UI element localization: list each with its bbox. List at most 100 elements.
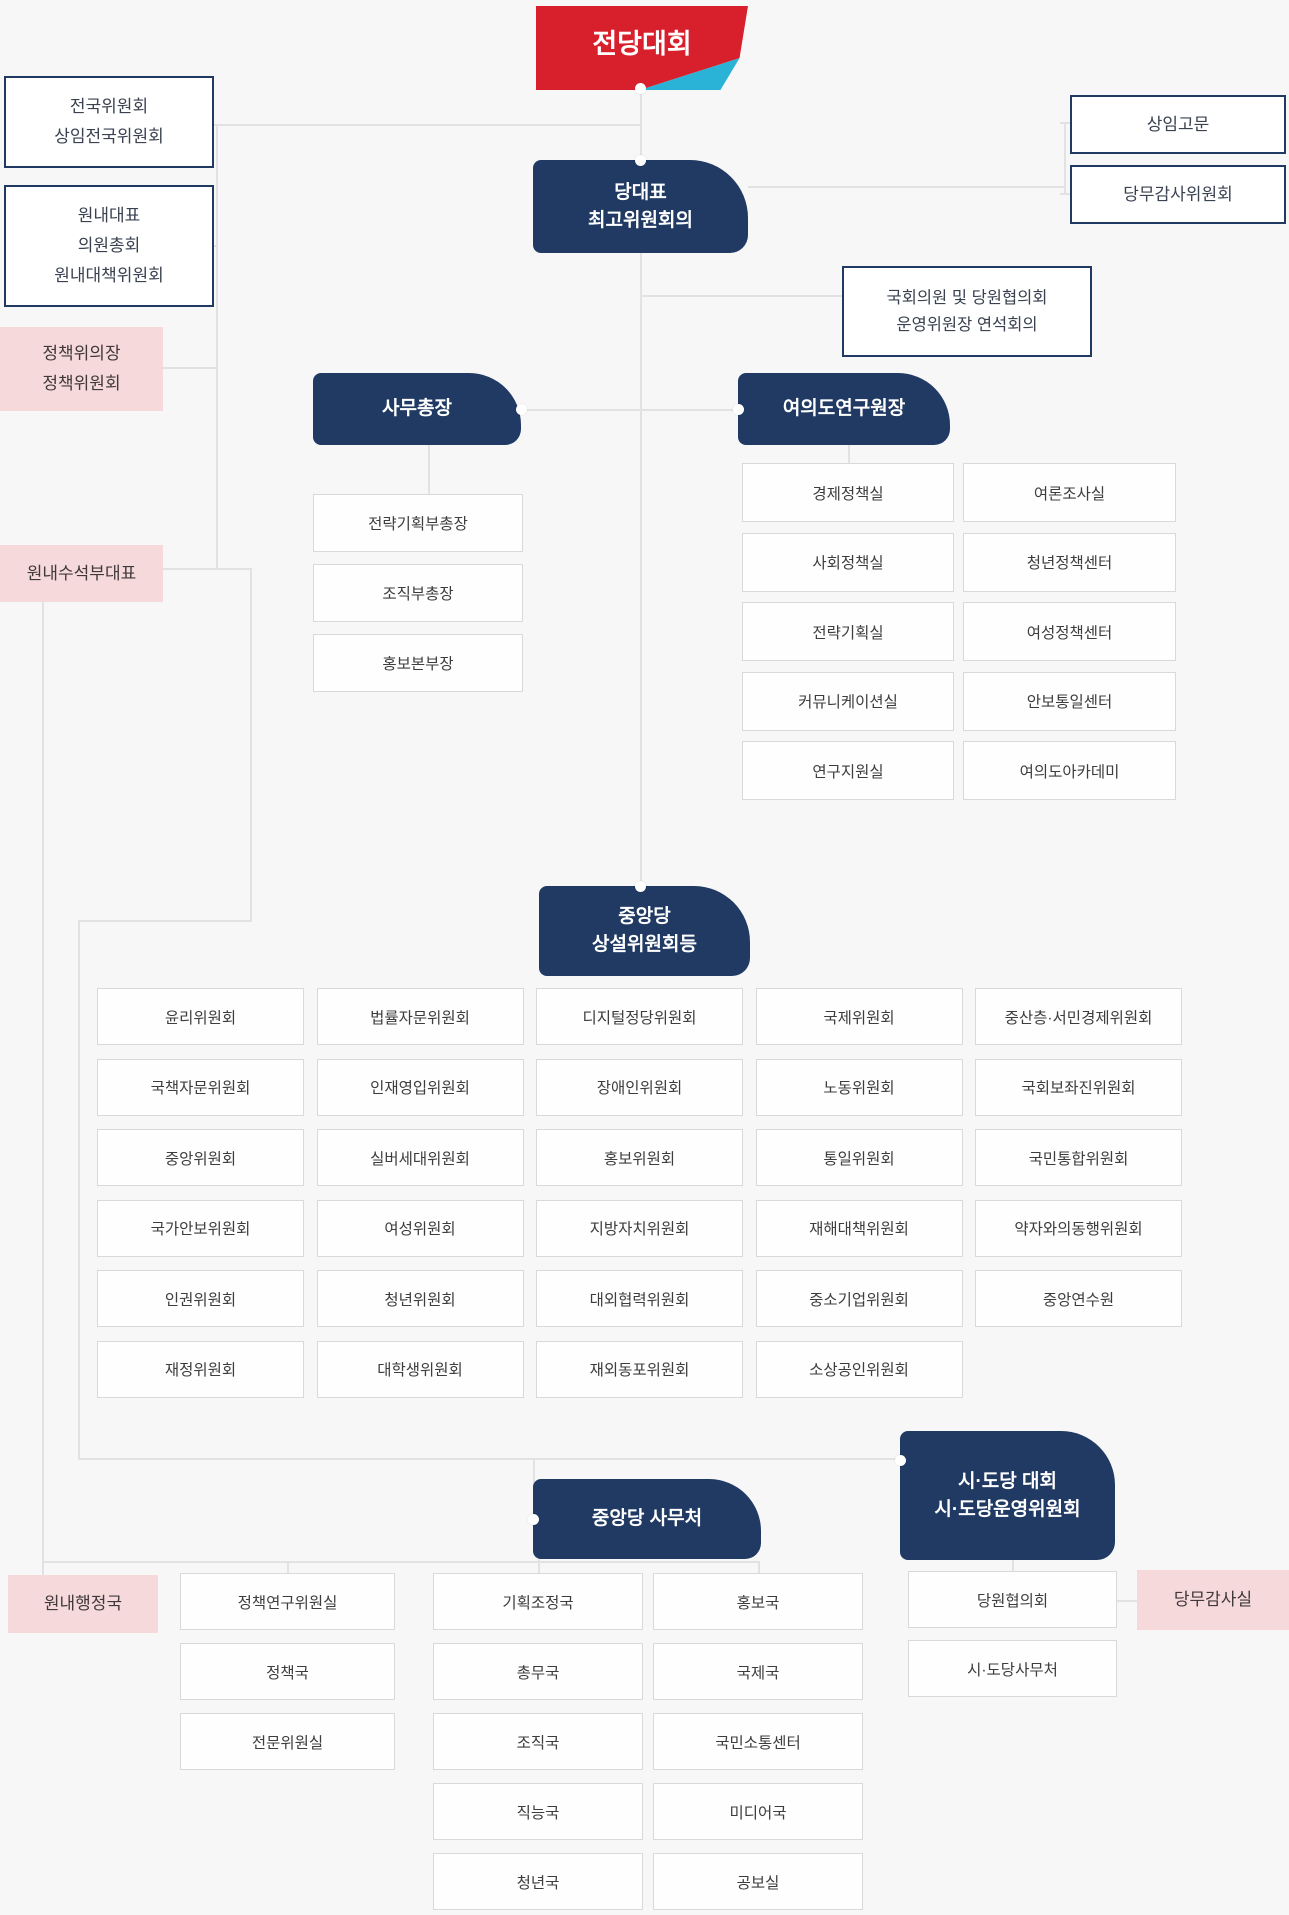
bureau-box: 홍보국 [653, 1573, 863, 1630]
org-box: 조직부총장 [313, 564, 523, 622]
research-institute-grid: 경제정책실 여론조사실 사회정책실 청년정책센터 전략기획실 여성정책센터 커뮤… [742, 463, 1176, 800]
bureau-box: 미디어국 [653, 1783, 863, 1840]
committee-box: 국가안보위원회 [97, 1199, 304, 1257]
connector-line [1012, 1560, 1014, 1573]
connector-line [428, 445, 430, 496]
connector-dot [516, 404, 527, 415]
connector-line [250, 568, 252, 922]
secretary-general-box: 사무총장 [313, 373, 521, 445]
secretariat-column-b: 홍보국 국제국 국민소통센터 미디어국 공보실 [653, 1573, 863, 1910]
committee-box: 국책자문위원회 [97, 1058, 304, 1116]
org-box: 여의도아카데미 [963, 741, 1176, 800]
bureau-box: 국민소통센터 [653, 1713, 863, 1770]
bureau-box: 정책연구위원실 [180, 1573, 395, 1630]
committee-grid: 윤리위원회 법률자문위원회 디지털정당위원회 국제위원회 중산층·서민경제위원회… [97, 988, 1182, 1398]
connector-line [163, 568, 252, 570]
connector-line [1060, 122, 1072, 124]
org-box: 경제정책실 [742, 463, 954, 522]
committee-box: 대학생위원회 [316, 1340, 524, 1398]
committee-box: 윤리위원회 [97, 988, 304, 1045]
standing-committees-box: 중앙당 상설위원회등 [539, 886, 750, 976]
connector-dot [635, 83, 646, 94]
committee-box: 법률자문위원회 [316, 988, 524, 1045]
committee-box: 청년위원회 [316, 1270, 524, 1328]
sido-column: 당원협의회 시·도당사무처 [908, 1571, 1117, 1697]
committee-box: 재정위원회 [97, 1340, 304, 1398]
connector-line [640, 88, 642, 162]
bureau-box: 당원협의회 [908, 1571, 1117, 1628]
committee-box: 장애인위원회 [536, 1058, 743, 1116]
audit-office-box: 당무감사실 [1137, 1570, 1289, 1630]
joint-meeting-box: 국회의원 및 당원협의회 운영위원장 연석회의 [842, 266, 1092, 357]
connector-line [163, 367, 218, 369]
connector-line [42, 602, 44, 1577]
bureau-box: 시·도당사무처 [908, 1640, 1117, 1697]
committee-box: 중앙위원회 [97, 1129, 304, 1187]
committee-box: 소상공인위원회 [755, 1340, 963, 1398]
org-box: 전략기획부총장 [313, 494, 523, 552]
yeouido-institute-box: 여의도연구원장 [738, 373, 950, 445]
org-box: 안보통일센터 [963, 671, 1176, 731]
banner-title: 전당대회 [592, 28, 692, 59]
committee-box: 디지털정당위원회 [536, 988, 743, 1045]
connector-line [287, 1561, 289, 1575]
deputy-floor-leader-box: 원내수석부대표 [0, 545, 163, 602]
committee-box: 재외동포위원회 [536, 1340, 743, 1398]
committee-box: 인재영입위원회 [316, 1058, 524, 1116]
committee-box: 지방자치위원회 [536, 1199, 743, 1257]
committee-box: 국제위원회 [755, 988, 963, 1045]
org-box: 홍보본부장 [313, 634, 523, 692]
bureau-box: 기획조정국 [433, 1573, 643, 1630]
bureau-box: 청년국 [433, 1853, 643, 1910]
bureau-box: 직능국 [433, 1783, 643, 1840]
committee-box: 중앙연수원 [975, 1270, 1182, 1328]
connector-line [78, 920, 252, 922]
connector-line [848, 445, 850, 465]
floor-admin-bureau-box: 원내행정국 [8, 1575, 158, 1633]
connector-line [1115, 1600, 1139, 1602]
bureau-box: 조직국 [433, 1713, 643, 1770]
audit-committee-box: 당무감사위원회 [1070, 165, 1286, 224]
org-box: 커뮤니케이션실 [742, 671, 954, 731]
connector-line [521, 409, 740, 411]
senior-advisors-box: 상임고문 [1070, 95, 1286, 154]
org-box: 전략기획실 [742, 602, 954, 661]
committee-box: 실버세대위원회 [316, 1129, 524, 1187]
committee-box: 중산층·서민경제위원회 [975, 988, 1182, 1045]
committee-box: 대외협력위원회 [536, 1270, 743, 1328]
org-box: 사회정책실 [742, 532, 954, 592]
bureau-box: 전문위원실 [180, 1713, 395, 1770]
org-box: 연구지원실 [742, 741, 954, 800]
committee-box: 통일위원회 [755, 1129, 963, 1187]
connector-line [209, 124, 640, 126]
org-box: 청년정책센터 [963, 532, 1176, 592]
connector-line [42, 1561, 759, 1563]
secretariat-column-a: 기획조정국 총무국 조직국 직능국 청년국 [433, 1573, 643, 1910]
party-leader-box: 당대표 최고위원회의 [533, 160, 748, 253]
committee-box: 인권위원회 [97, 1270, 304, 1328]
connector-line [538, 1559, 540, 1575]
central-secretariat-box: 중앙당 사무처 [533, 1479, 761, 1559]
committee-box: 재해대책위원회 [755, 1199, 963, 1257]
policy-bureau-column: 정책연구위원실 정책국 전문위원실 [180, 1573, 395, 1770]
committee-box: 노동위원회 [755, 1058, 963, 1116]
org-box: 여성정책센터 [963, 602, 1176, 661]
bureau-box: 국제국 [653, 1643, 863, 1700]
floor-leader-box: 원내대표 의원총회 원내대책위원회 [4, 185, 214, 307]
connector-line [640, 253, 642, 886]
bureau-box: 공보실 [653, 1853, 863, 1910]
committee-box: 여성위원회 [316, 1199, 524, 1257]
connector-dot [635, 881, 646, 892]
connector-line [640, 295, 844, 297]
connector-dot [635, 155, 646, 166]
connector-dot [895, 1455, 906, 1466]
committee-box: 홍보위원회 [536, 1129, 743, 1187]
connector-line [758, 1561, 760, 1575]
connector-line [748, 186, 1066, 188]
committee-box: 중소기업위원회 [755, 1270, 963, 1328]
secretary-sub-column: 전략기획부총장 조직부총장 홍보본부장 [313, 494, 523, 692]
bureau-box: 총무국 [433, 1643, 643, 1700]
sido-convention-box: 시·도당 대회 시·도당운영위원회 [900, 1431, 1115, 1560]
connector-line [1064, 122, 1066, 195]
connector-line [78, 1458, 904, 1460]
